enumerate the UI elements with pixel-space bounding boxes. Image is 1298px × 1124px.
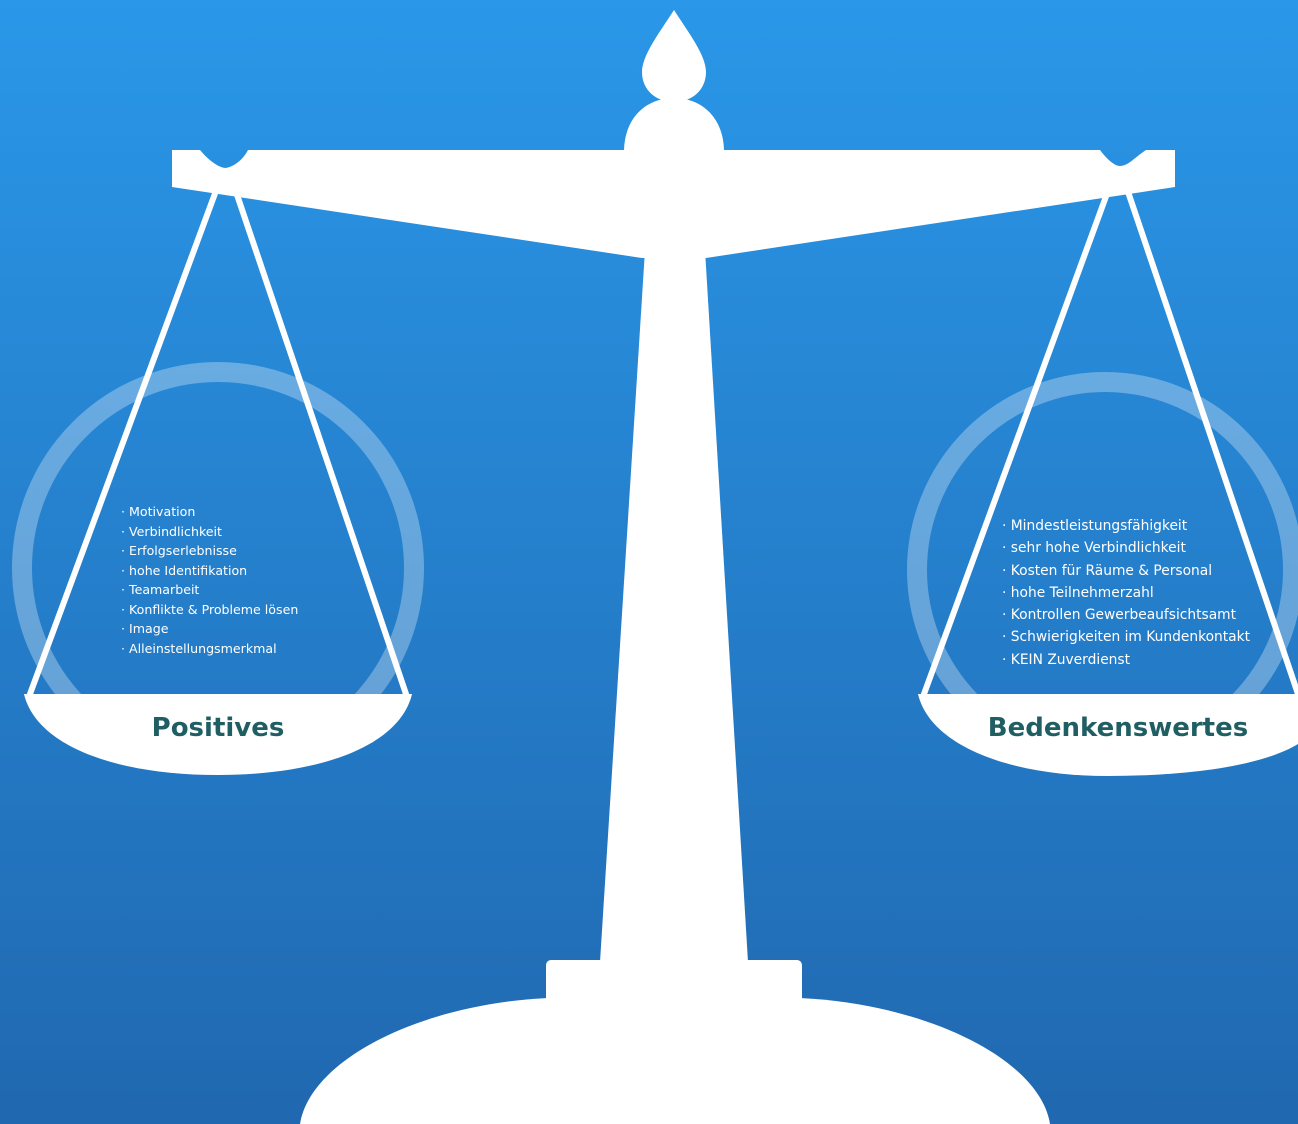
positives-list: Motivation Verbindlichkeit Erfolgserlebn…: [121, 502, 298, 658]
scale-beam: [172, 150, 1175, 258]
list-item: Image: [121, 619, 298, 639]
left-pan: [24, 694, 412, 775]
scale-base-foot: [300, 998, 1050, 1124]
concerns-list: Mindestleistungsfähigkeit sehr hohe Verb…: [1002, 515, 1250, 671]
list-item: Teamarbeit: [121, 580, 298, 600]
positives-title: Positives: [151, 713, 285, 743]
list-item: KEIN Zuverdienst: [1002, 649, 1250, 671]
list-item: hohe Teilnehmerzahl: [1002, 582, 1250, 604]
list-item: Erfolgserlebnisse: [121, 541, 298, 561]
scale-body: [172, 10, 1175, 1124]
list-item: hohe Identifikation: [121, 561, 298, 581]
list-item: Kosten für Räume & Personal: [1002, 560, 1250, 582]
list-item: sehr hohe Verbindlichkeit: [1002, 537, 1250, 559]
scale-pillar: [600, 250, 748, 962]
right-pan-strings: [921, 177, 1298, 697]
list-item: Kontrollen Gewerbeaufsichtsamt: [1002, 604, 1250, 626]
list-item: Alleinstellungsmerkmal: [121, 639, 298, 659]
list-item: Konflikte & Probleme lösen: [121, 600, 298, 620]
concerns-title: Bedenkenswertes: [987, 713, 1249, 743]
left-pan-strings: [27, 177, 409, 697]
scale-finial: [642, 10, 706, 102]
list-item: Schwierigkeiten im Kundenkontakt: [1002, 626, 1250, 648]
list-item: Mindestleistungsfähigkeit: [1002, 515, 1250, 537]
list-item: Verbindlichkeit: [121, 522, 298, 542]
scale-dome: [624, 98, 724, 152]
list-item: Motivation: [121, 502, 298, 522]
right-pan: [918, 694, 1298, 776]
